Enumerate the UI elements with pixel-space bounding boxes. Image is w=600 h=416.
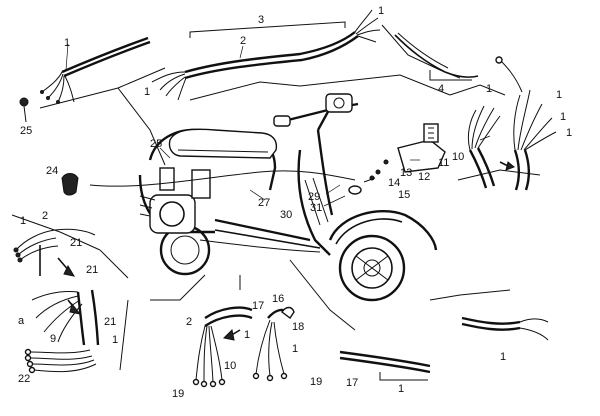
callout-2-bottom: 2 [186,316,192,328]
callout-right-1a: 1 [486,83,492,95]
callout-3: 3 [258,14,264,26]
callout-27: 27 [258,197,270,209]
callout-right-1b: 1 [556,89,562,101]
callout-2-top: 2 [240,35,246,47]
part-25-grommet [19,97,29,123]
callout-1-bottom-right: 1 [398,383,404,395]
scooter-illustration [89,93,438,302]
callout-13: 13 [400,167,412,179]
callout-18: 18 [292,321,304,333]
callout-12: 12 [418,171,430,183]
callout-15: 15 [398,189,410,201]
callout-30: 30 [280,209,292,221]
callout-4: 4 [438,83,444,95]
leader-lines [65,43,491,207]
callout-10-right: 10 [452,151,464,163]
harness-top-right [394,32,479,81]
callout-25-left: 25 [20,125,32,137]
callout-1-top-mid: 1 [144,86,150,98]
callout-22: 22 [18,373,30,385]
harness-far-right [461,316,549,341]
callout-11: 11 [438,157,449,169]
callout-1-top-left: 1 [64,37,70,49]
harness-right [467,56,557,191]
callout-1-bottom-left: 1 [20,215,26,227]
panel-dividers [11,24,541,371]
callout-17-bottom: 17 [252,300,264,312]
callouts: 1 3 2 1 1 4 25 25 24 1 1 1 1 10 11 12 13… [18,5,572,400]
harness-top-center [151,9,381,101]
part-24-bulb-holder [61,173,79,196]
callout-17-bottom-right: 17 [346,377,358,389]
callout-19b: 19 [310,376,322,388]
callout-1-bottom-b: 1 [292,343,298,355]
callout-right-1c: 1 [560,111,566,123]
callout-14: 14 [388,177,400,189]
callout-16: 16 [272,293,284,305]
callout-25-scooter: 25 [150,138,162,150]
callout-24: 24 [46,165,58,177]
callout-2-bottom-left: 2 [42,210,48,222]
callout-1-bottom-a: 1 [244,329,250,341]
callout-1-far-right: 1 [500,351,506,363]
callout-a: a [18,315,25,327]
callout-21b: 21 [86,264,98,276]
harness-bottom-left [13,228,100,374]
callout-right-1d: 1 [566,127,572,139]
callout-21c: 21 [104,316,116,328]
harness-top-left [40,36,151,104]
callout-1-bottom-left-b: 1 [112,334,118,346]
callout-29: 29 [308,191,320,203]
switch-box [363,123,446,183]
harness-bottom-right [339,350,431,381]
callout-21a: 21 [70,237,82,249]
harness-bottom-center [192,306,295,388]
callout-19a: 19 [172,388,184,400]
callout-31: 31 [310,202,322,214]
callout-top-right-1: 1 [378,5,384,17]
callout-10-bottom: 10 [224,360,236,372]
callout-9: 9 [50,333,56,345]
